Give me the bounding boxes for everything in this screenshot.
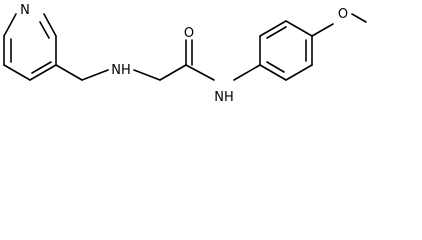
amide-label: NH bbox=[214, 90, 234, 105]
bond bbox=[259, 64, 287, 81]
structure-diagram: N NH O NH O bbox=[3, 3, 367, 105]
bond bbox=[3, 13, 17, 37]
bond-ring-o bbox=[311, 23, 334, 37]
ether-oxygen-label: O bbox=[338, 7, 348, 22]
bond bbox=[3, 64, 31, 81]
carbonyl-oxygen-label: O bbox=[184, 26, 194, 41]
benzene-ring bbox=[259, 20, 313, 81]
bond bbox=[259, 20, 287, 37]
bond-nh-ch2 bbox=[133, 69, 161, 81]
bond-ring-ch2 bbox=[55, 64, 83, 81]
bond-nh-ring bbox=[233, 64, 261, 81]
bond-c-nh bbox=[185, 64, 215, 81]
pyridine-nitrogen-label: N bbox=[20, 3, 30, 18]
pyridine-ring bbox=[3, 13, 57, 81]
double-bond-inner bbox=[39, 21, 50, 39]
bond-ch2-co bbox=[159, 64, 187, 81]
double-bond-inner bbox=[266, 61, 285, 73]
bond bbox=[43, 13, 57, 37]
bond bbox=[285, 20, 313, 37]
bond bbox=[285, 64, 313, 81]
bond-ch2-nh bbox=[81, 69, 109, 81]
amine-label: NH bbox=[111, 63, 131, 78]
double-bond-inner bbox=[31, 61, 52, 74]
bond-o-ch3 bbox=[351, 13, 367, 23]
bond bbox=[29, 64, 57, 81]
double-bond-inner bbox=[266, 26, 287, 39]
